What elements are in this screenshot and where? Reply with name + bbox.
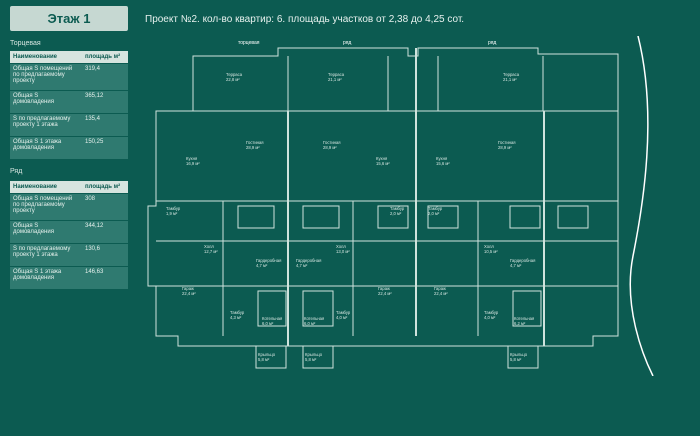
room-name: Холл (484, 244, 494, 249)
room-name: Холл (204, 244, 214, 249)
room-name: Терраса (226, 72, 243, 77)
room-name: Тамбур (230, 310, 245, 315)
room-area: 5,8 м² (510, 357, 522, 362)
room-name: Тамбур (390, 206, 405, 211)
room-name: Терраса (328, 72, 345, 77)
room-labels: Терраса 22,8 м² Терраса 21,1 м² Терраса … (166, 72, 535, 362)
room-name: Котельная (514, 316, 534, 321)
col-area-header: площадь м² (82, 181, 128, 194)
room-area: 22,8 м² (226, 77, 240, 82)
section-label-row: Ряд (10, 168, 23, 175)
unit-label: ряд (343, 40, 351, 46)
room-area: 15,6 м² (436, 161, 450, 166)
table-row: Общая S помещений по предлагаемому проек… (10, 193, 128, 221)
room-name: Гардеробная (256, 258, 281, 263)
room-name: Терраса (503, 72, 520, 77)
room-name: Гараж (434, 286, 446, 291)
room-area: 6,0 м² (304, 321, 316, 326)
room-area: 1,9 м² (166, 211, 178, 216)
room-name: Гараж (378, 286, 390, 291)
page-title: Проект №2. кол-во квартир: 6. площадь уч… (145, 14, 465, 25)
site-boundary-curve (629, 36, 654, 376)
room-name: Кухня (186, 156, 197, 161)
room-area: 10,5 м² (484, 249, 498, 254)
floor-plan: торцевая ряд ряд Терраса 22,8 м² Терраса… (147, 36, 654, 376)
room-name: Котельная (262, 316, 282, 321)
room-name: Тамбур (484, 310, 499, 315)
room-name: Гостиная (498, 140, 516, 145)
section-label-end: Торцевая (10, 40, 41, 47)
room-name: Гардеробная (296, 258, 321, 263)
room-name: Гардеробная (510, 258, 535, 263)
room-area: 16,9 м² (186, 161, 200, 166)
table-row: Общая S 1 этажа домовладения 146,63 (10, 266, 128, 289)
room-area: 2,0 м² (428, 211, 440, 216)
room-name: Тамбур (428, 206, 443, 211)
room-area: 22,4 м² (182, 291, 196, 296)
table-row: S по предлагаемому проекту 1 этажа 130,6 (10, 243, 128, 267)
room-area: 4,7 м² (296, 263, 308, 268)
room-area: 5,8 м² (258, 357, 270, 362)
room-area: 21,1 м² (503, 77, 517, 82)
table-row-unit: Наименование площадь м² Общая S помещени… (10, 181, 128, 289)
sidebar: Этаж 1 Торцевая Наименование площадь м² … (0, 0, 136, 436)
room-name: Гостиная (246, 140, 264, 145)
room-area: 6,2 м² (514, 321, 526, 326)
room-name: Крыльцо (258, 352, 276, 357)
table-row: Общая S домовладения 365,12 (10, 90, 128, 114)
room-name: Гараж (182, 286, 194, 291)
col-name-header: Наименование (10, 51, 82, 64)
room-area: 5,8 м² (305, 357, 317, 362)
room-area: 4,7 м² (510, 263, 522, 268)
room-area: 28,9 м² (498, 145, 512, 150)
table-row: Общая S помещений по предлагаемому проек… (10, 63, 128, 91)
unit-label: ряд (488, 40, 496, 46)
room-name: Холл (336, 244, 346, 249)
unit-label: торцевая (238, 40, 260, 46)
room-name: Котельная (304, 316, 324, 321)
room-area: 6,0 м² (262, 321, 274, 326)
table-row: Общая S 1 этажа домовладения 150,25 (10, 136, 128, 159)
room-area: 4,3 м² (230, 315, 242, 320)
floor-1-button[interactable]: Этаж 1 (10, 6, 128, 31)
col-area-header: площадь м² (82, 51, 128, 64)
table-row: S по предлагаемому проекту 1 этажа 135,4 (10, 113, 128, 137)
room-area: 13,0 м² (336, 249, 350, 254)
room-name: Тамбур (166, 206, 181, 211)
room-name: Крыльцо (305, 352, 323, 357)
table-row: Общая S домовладения 344,12 (10, 220, 128, 244)
room-area: 15,6 м² (376, 161, 390, 166)
room-area: 28,9 м² (246, 145, 260, 150)
room-area: 12,7 м² (204, 249, 218, 254)
room-area: 22,4 м² (378, 291, 392, 296)
col-name-header: Наименование (10, 181, 82, 194)
room-name: Кухня (436, 156, 447, 161)
plan-walls (147, 47, 619, 369)
room-area: 4,0 м² (484, 315, 496, 320)
room-name: Кухня (376, 156, 387, 161)
room-name: Гостиная (323, 140, 341, 145)
room-area: 22,4 м² (434, 291, 448, 296)
table-end-unit: Наименование площадь м² Общая S помещени… (10, 51, 128, 159)
room-area: 21,1 м² (328, 77, 342, 82)
room-area: 28,9 м² (323, 145, 337, 150)
room-area: 4,0 м² (336, 315, 348, 320)
room-name: Тамбур (336, 310, 351, 315)
room-area: 4,7 м² (256, 263, 268, 268)
room-area: 2,0 м² (390, 211, 402, 216)
room-name: Крыльцо (510, 352, 528, 357)
